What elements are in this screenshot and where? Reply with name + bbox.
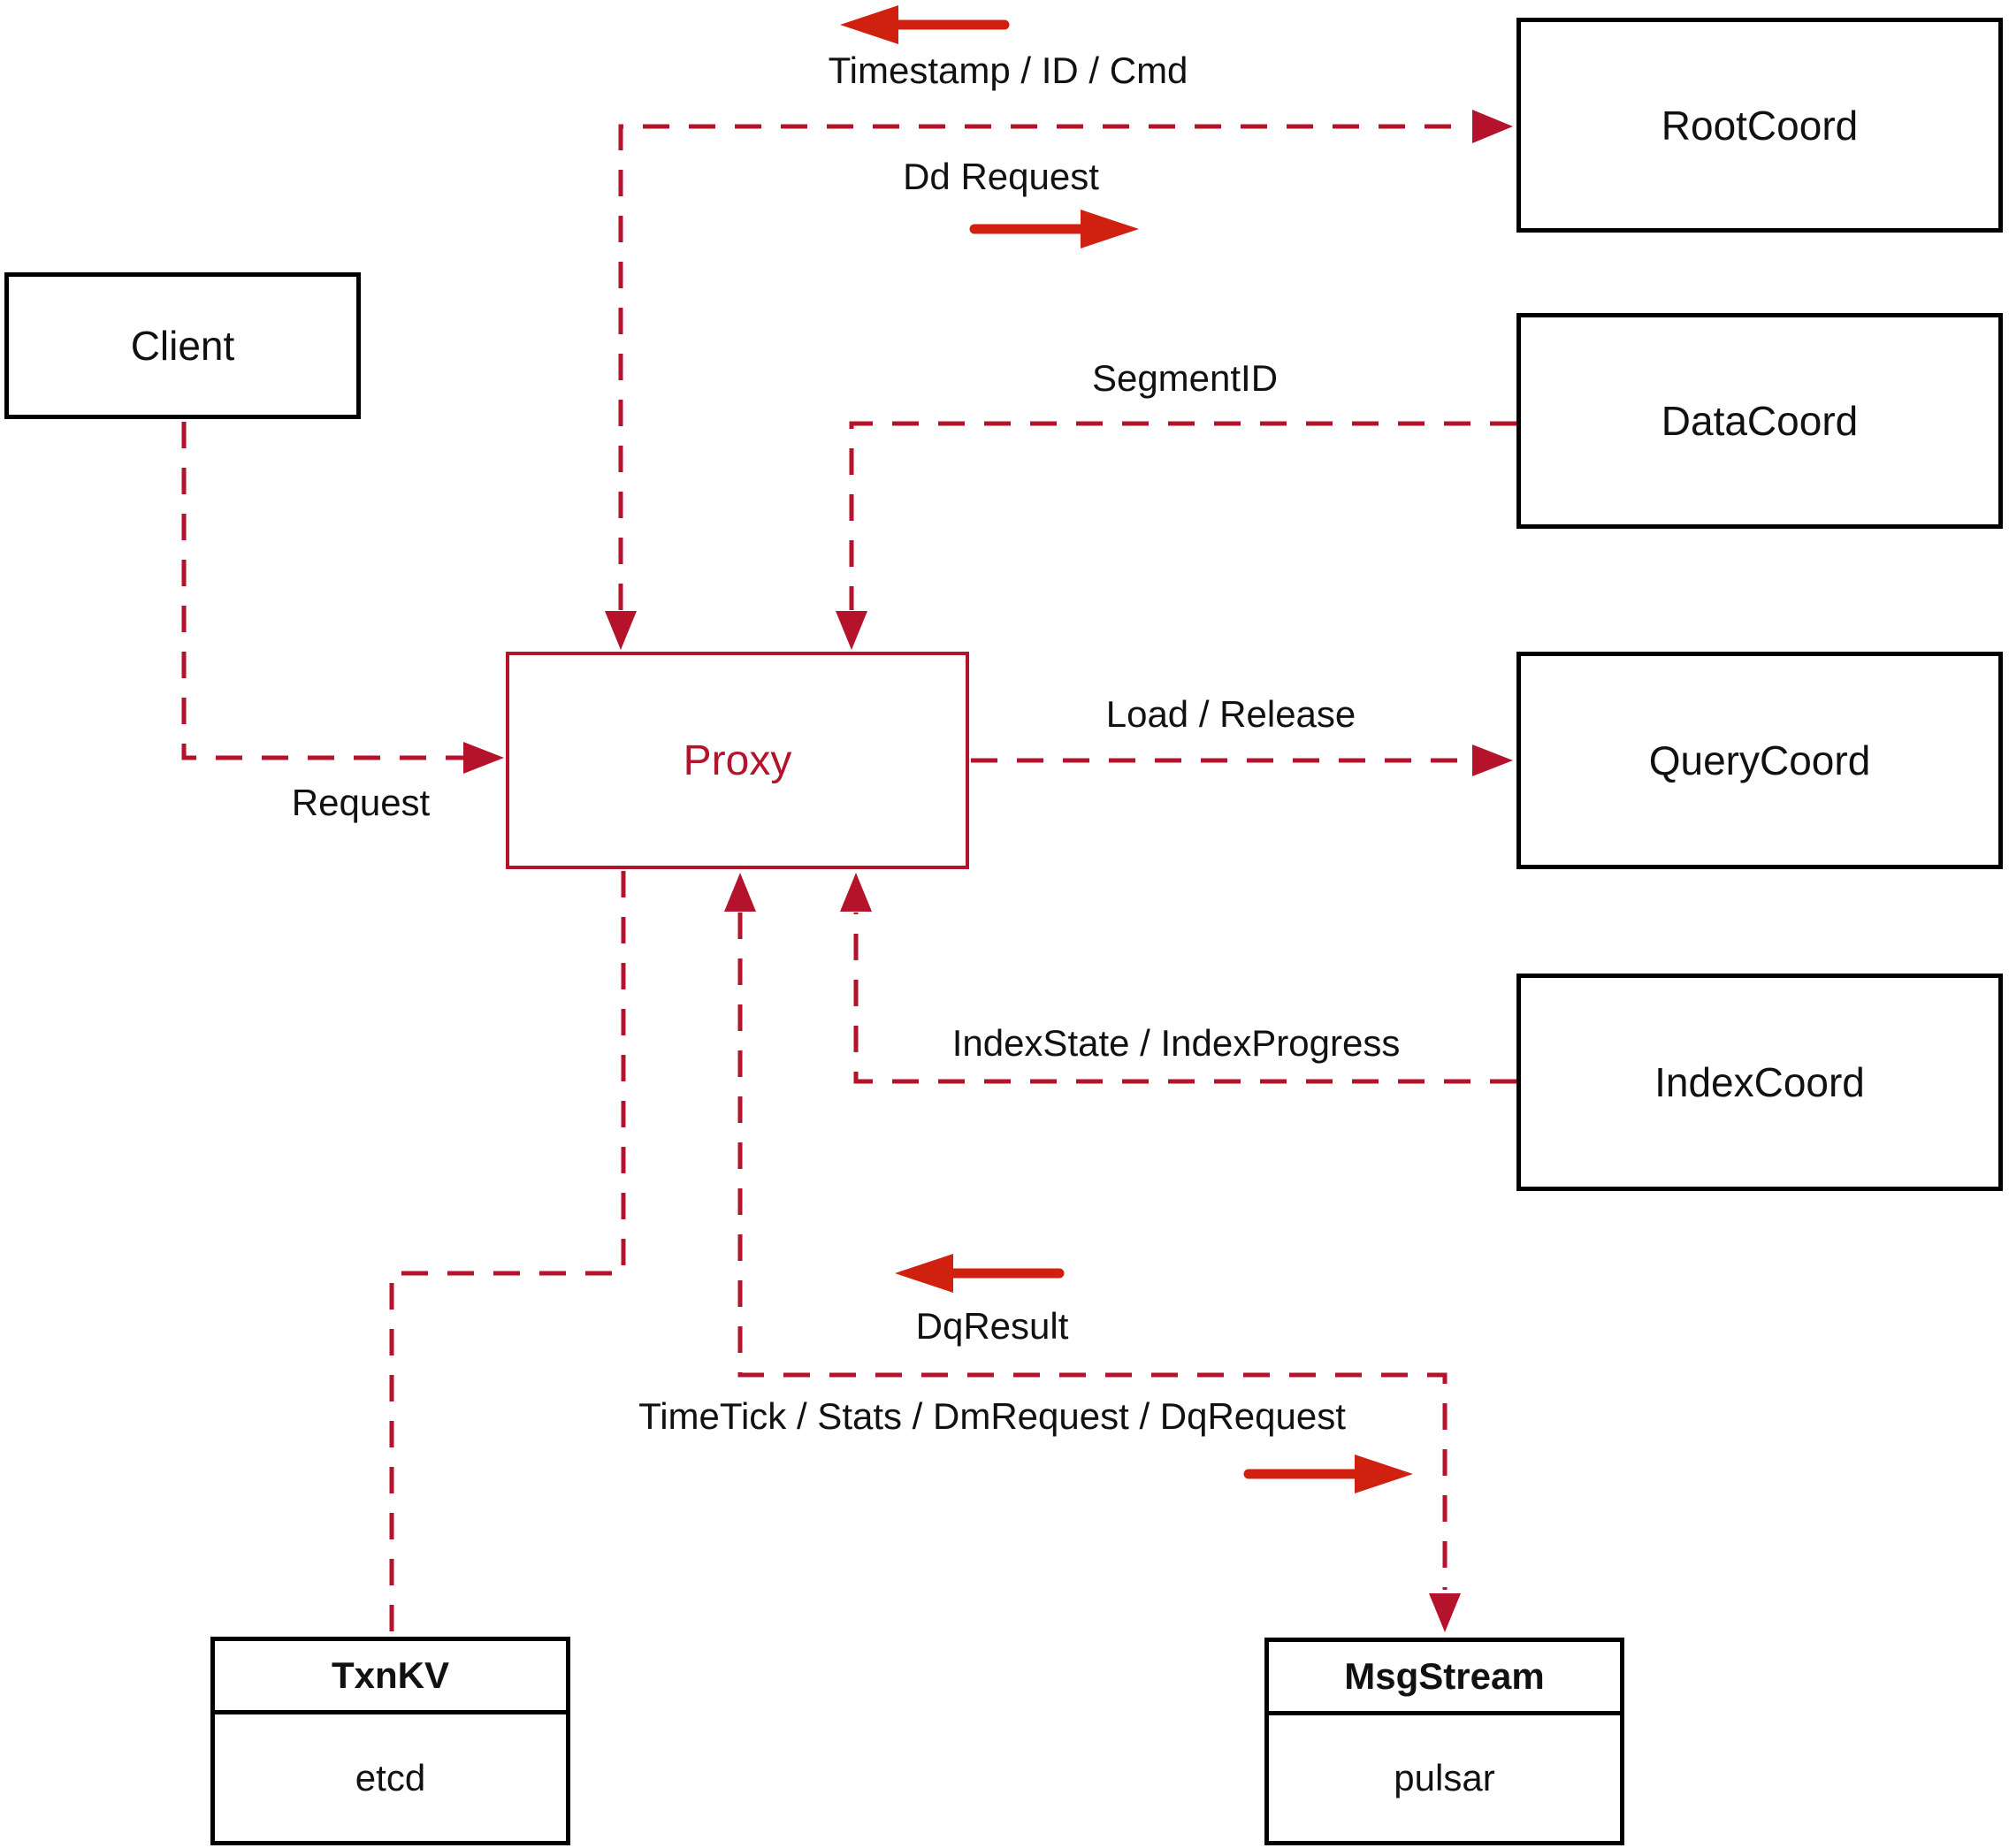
node-proxy: Proxy	[506, 652, 969, 869]
edge-label-request: Request	[291, 782, 431, 823]
edge-proxy-msgstream	[737, 913, 1448, 1590]
node-msgstream-title: MsgStream	[1269, 1642, 1620, 1715]
node-txnkv-title: TxnKV	[215, 1641, 566, 1714]
node-querycoord: QueryCoord	[1516, 652, 2003, 869]
node-client-label: Client	[130, 323, 235, 369]
node-msgstream-title-label: MsgStream	[1344, 1655, 1545, 1697]
node-msgstream-impl: pulsar	[1269, 1715, 1620, 1841]
edge-label-dq-result: DqResult	[915, 1305, 1069, 1347]
arrowhead-into-proxy-top-right	[836, 611, 867, 650]
node-msgstream: MsgStream pulsar	[1264, 1638, 1624, 1845]
direction-arrow-timetick-right	[1243, 1455, 1413, 1493]
arrowhead-into-querycoord	[1472, 745, 1513, 776]
edge-label-timestamp: Timestamp / ID / Cmd	[828, 50, 1188, 91]
arrowhead-into-rootcoord	[1472, 110, 1513, 143]
node-client: Client	[4, 272, 361, 419]
node-rootcoord: RootCoord	[1516, 18, 2003, 233]
edge-client-proxy	[181, 422, 463, 760]
edge-label-dd-request: Dd Request	[903, 156, 1099, 197]
node-indexcoord: IndexCoord	[1516, 974, 2003, 1191]
edge-proxy-txnkv	[389, 871, 626, 1635]
node-rootcoord-label: RootCoord	[1661, 102, 1859, 149]
direction-arrow-timestamp-left	[840, 5, 1010, 44]
arrowhead-into-proxy-top-left	[605, 611, 637, 650]
edge-indexcoord-proxy	[853, 913, 1516, 1084]
node-txnkv-title-label: TxnKV	[331, 1654, 449, 1696]
node-indexcoord-label: IndexCoord	[1654, 1059, 1865, 1105]
direction-arrow-ddrequest-right	[969, 210, 1139, 248]
node-proxy-label: Proxy	[683, 737, 792, 784]
arrowhead-into-msgstream	[1429, 1593, 1461, 1632]
edge-datacoord-proxy	[849, 421, 1516, 610]
arrowhead-into-proxy-left	[463, 742, 504, 774]
node-msgstream-impl-label: pulsar	[1394, 1757, 1495, 1798]
edge-label-segment-id: SegmentID	[1091, 357, 1279, 399]
node-txnkv-impl: etcd	[215, 1714, 566, 1841]
edge-label-index-state: IndexState / IndexProgress	[951, 1022, 1401, 1064]
node-datacoord-label: DataCoord	[1661, 398, 1859, 444]
node-datacoord: DataCoord	[1516, 313, 2003, 529]
edge-label-timetick: TimeTick / Stats / DmRequest / DqRequest	[638, 1395, 1346, 1437]
node-txnkv-impl-label: etcd	[355, 1756, 426, 1798]
edge-proxy-rootcoord	[618, 124, 1470, 610]
node-txnkv: TxnKV etcd	[210, 1637, 570, 1845]
direction-arrow-dqresult-left	[895, 1254, 1065, 1293]
node-querycoord-label: QueryCoord	[1648, 737, 1871, 783]
arrowhead-into-proxy-bottom-left	[724, 873, 756, 912]
arrowhead-into-proxy-bottom-right	[840, 873, 872, 912]
edge-label-load-release: Load / Release	[1105, 693, 1356, 735]
